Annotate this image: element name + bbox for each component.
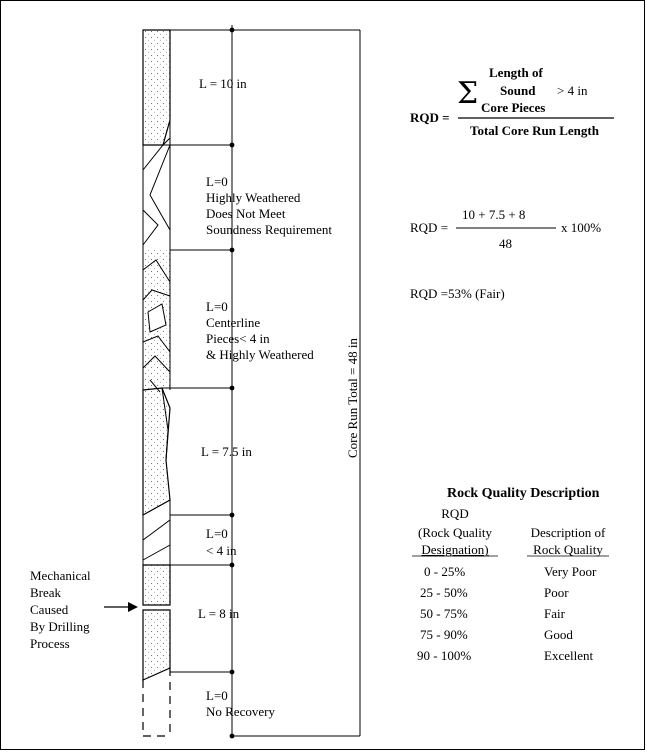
formula-condition: > 4 in [557, 83, 588, 98]
core-piece-intact-4 [142, 609, 171, 681]
break-note-line-5: Process [30, 636, 70, 651]
segment-label-1: L = 10 in [199, 76, 247, 91]
core-column [142, 29, 171, 737]
small-pieces-zone [142, 500, 171, 565]
table-row-desc: Poor [544, 585, 569, 600]
table-row-range: 75 - 90% [420, 627, 468, 642]
formula-numerator-1: Length of [489, 65, 543, 80]
segment-label-7-a: L=0 [206, 688, 228, 703]
break-note-line-4: By Drilling [30, 619, 90, 634]
formula-lhs: RQD = [410, 110, 450, 125]
core-piece-intact-1 [142, 29, 171, 146]
segment-label-2-d: Soundness Requirement [206, 222, 332, 237]
break-note-line-3: Caused [30, 602, 69, 617]
segment-label-5-a: L=0 [206, 526, 228, 541]
col1-header-3: Designation) [421, 542, 488, 557]
formula-numerator-3: Core Pieces [481, 100, 545, 115]
example-denominator: 48 [499, 236, 512, 251]
break-arrow-icon [104, 602, 138, 612]
table-row-desc: Very Poor [544, 564, 597, 579]
segment-label-3-d: & Highly Weathered [206, 347, 314, 362]
mechanical-break-note: Mechanical Break Caused By Drilling Proc… [30, 568, 138, 651]
rqd-formula: RQD = Σ Length of Sound > 4 in Core Piec… [410, 65, 614, 138]
table-row-range: 0 - 25% [424, 564, 465, 579]
table-row-desc: Good [544, 627, 573, 642]
segment-label-3-c: Pieces< 4 in [206, 331, 270, 346]
sigma-symbol: Σ [457, 76, 478, 111]
segment-label-3-b: Centerline [206, 315, 260, 330]
formula-numerator-2: Sound [500, 83, 536, 98]
axis-ticks [229, 27, 235, 739]
col2-header-2: Rock Quality [533, 542, 603, 557]
segment-label-7-b: No Recovery [206, 704, 275, 719]
segment-label-2-b: Highly Weathered [206, 190, 301, 205]
rqd-example: RQD = 10 + 7.5 + 8 48 x 100% RQD =53% (F… [410, 207, 601, 301]
segment-label-5-b: < 4 in [206, 543, 237, 558]
core-piece-intact-3 [142, 564, 171, 606]
segment-label-6: L = 8 in [198, 606, 240, 621]
segment-label-3-a: L=0 [206, 299, 228, 314]
table-title: Rock Quality Description [447, 486, 600, 501]
no-recovery-zone [142, 668, 171, 737]
table-row-range: 90 - 100% [417, 648, 471, 663]
break-note-line-1: Mechanical [30, 568, 91, 583]
col2-header-1: Description of [531, 525, 606, 540]
segment-label-2-a: L=0 [206, 174, 228, 189]
weathered-zone-2 [142, 250, 171, 393]
example-numerator: 10 + 7.5 + 8 [462, 207, 525, 222]
weathered-zone-1 [142, 120, 171, 250]
table-row-desc: Excellent [544, 648, 593, 663]
segment-label-4: L = 7.5 in [201, 444, 252, 459]
rock-quality-table: Rock Quality Description RQD (Rock Quali… [412, 486, 609, 663]
break-note-line-2: Break [30, 585, 62, 600]
formula-denominator: Total Core Run Length [470, 123, 600, 138]
core-piece-intact-2 [142, 387, 171, 517]
col1-header-1: RQD [441, 506, 468, 521]
col1-header-2: (Rock Quality [418, 525, 493, 540]
table-row-range: 25 - 50% [420, 585, 468, 600]
table-row-range: 50 - 75% [420, 606, 468, 621]
measurement-axis [162, 25, 361, 737]
example-multiplier: x 100% [561, 220, 601, 235]
example-lhs: RQD = [410, 220, 448, 235]
segment-labels: L = 10 in L=0 Highly Weathered Does Not … [198, 76, 332, 719]
segment-label-2-c: Does Not Meet [206, 206, 286, 221]
core-run-total-label: Core Run Total = 48 in [345, 338, 360, 458]
example-result: RQD =53% (Fair) [410, 286, 505, 301]
table-row-desc: Fair [544, 606, 566, 621]
